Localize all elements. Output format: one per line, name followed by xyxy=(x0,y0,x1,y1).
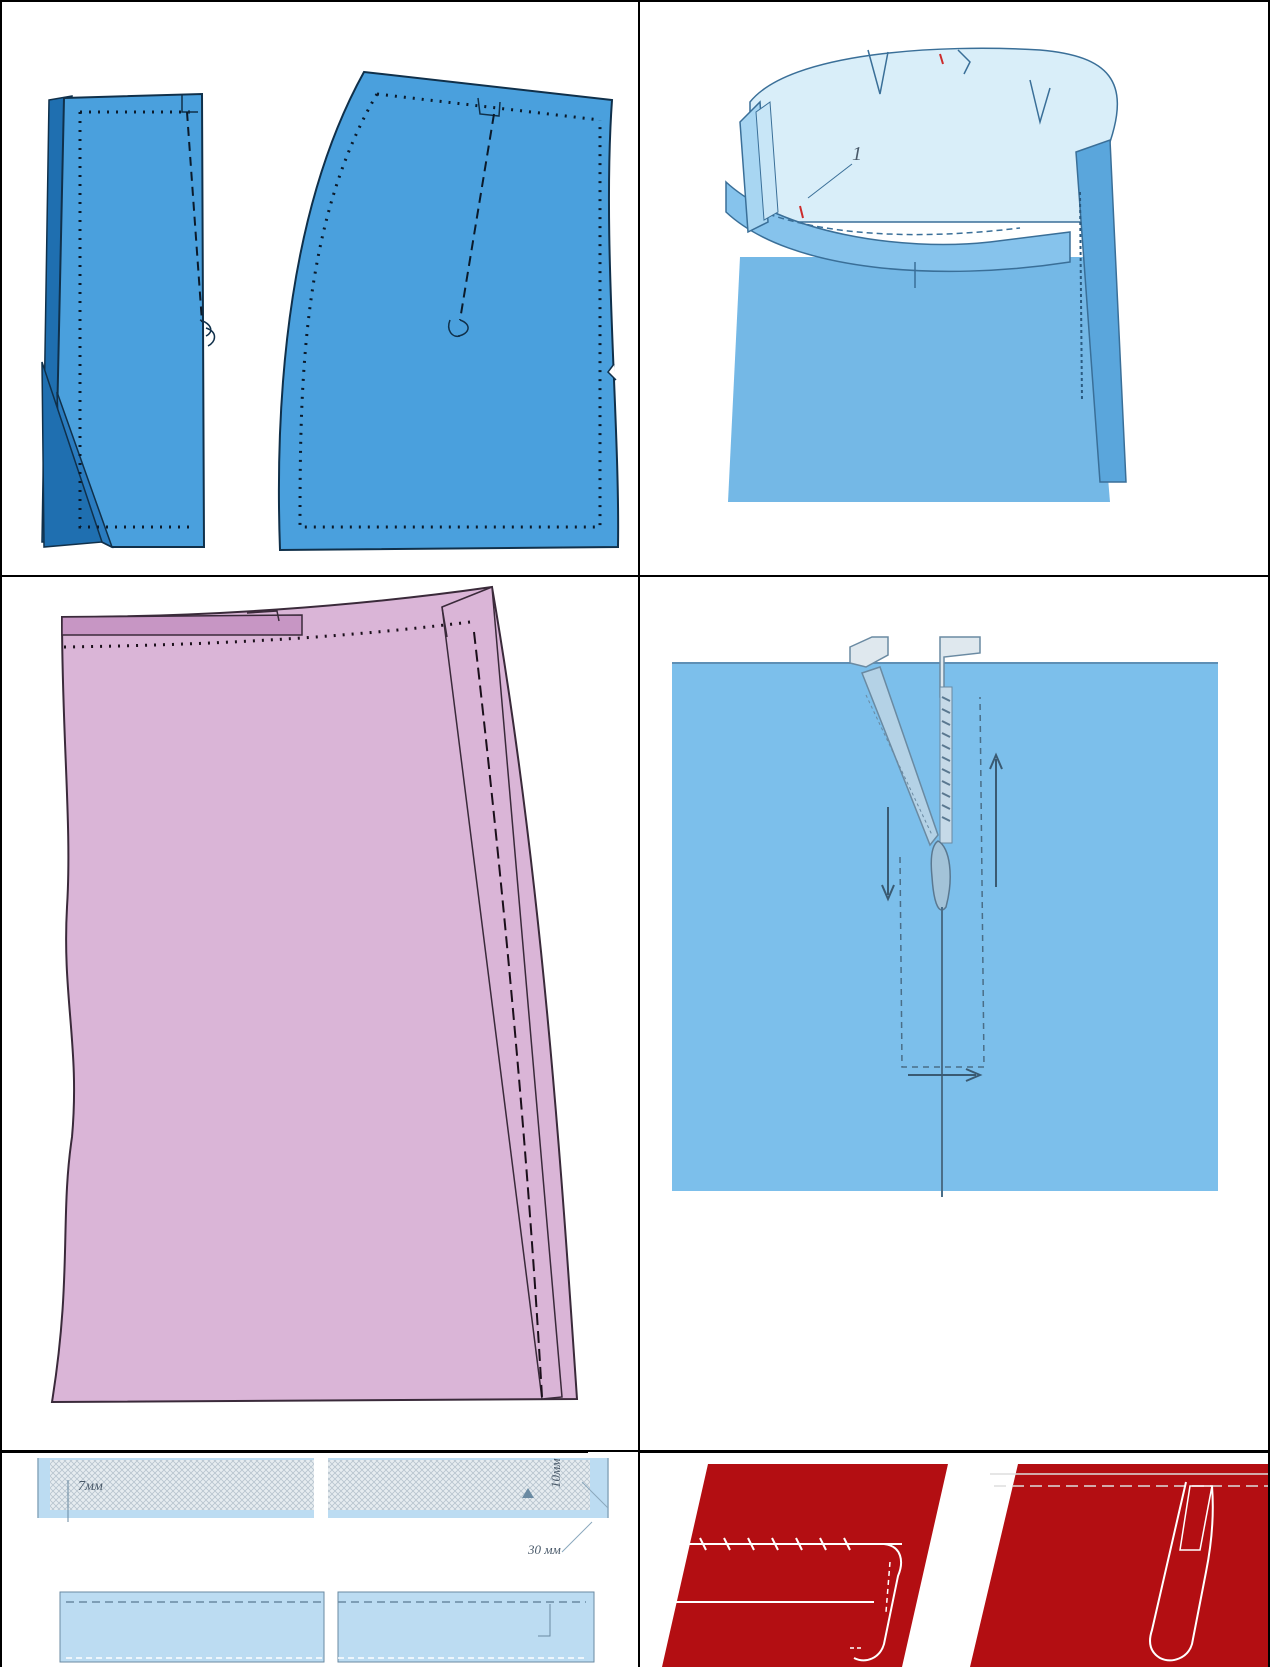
marker-label: 1 xyxy=(852,143,862,165)
figure-pink-skirt-panel xyxy=(2,577,638,1450)
waistband-interfacing-drawing: 7мм 10мм 30 мм xyxy=(2,1452,638,1667)
pink-skirt-panel-drawing xyxy=(2,577,638,1450)
figure-zipper-insertion xyxy=(640,577,1268,1450)
allowance-label: 7мм xyxy=(78,1479,103,1494)
hem-finishing-drawing xyxy=(640,1452,1268,1667)
figure-waistband-attachment: 1 xyxy=(640,2,1268,575)
width-label: 10мм xyxy=(548,1458,563,1488)
figure-skirt-pattern-pieces xyxy=(2,2,638,575)
extension-label: 30 мм xyxy=(527,1542,561,1557)
figure-waistband-interfacing: 7мм 10мм 30 мм xyxy=(2,1452,638,1667)
waistband-attachment-drawing: 1 xyxy=(640,2,1268,575)
skirt-pattern-pieces-drawing xyxy=(2,2,638,575)
figure-hem-finishing xyxy=(640,1452,1268,1667)
zipper-insertion-drawing xyxy=(640,577,1268,1450)
